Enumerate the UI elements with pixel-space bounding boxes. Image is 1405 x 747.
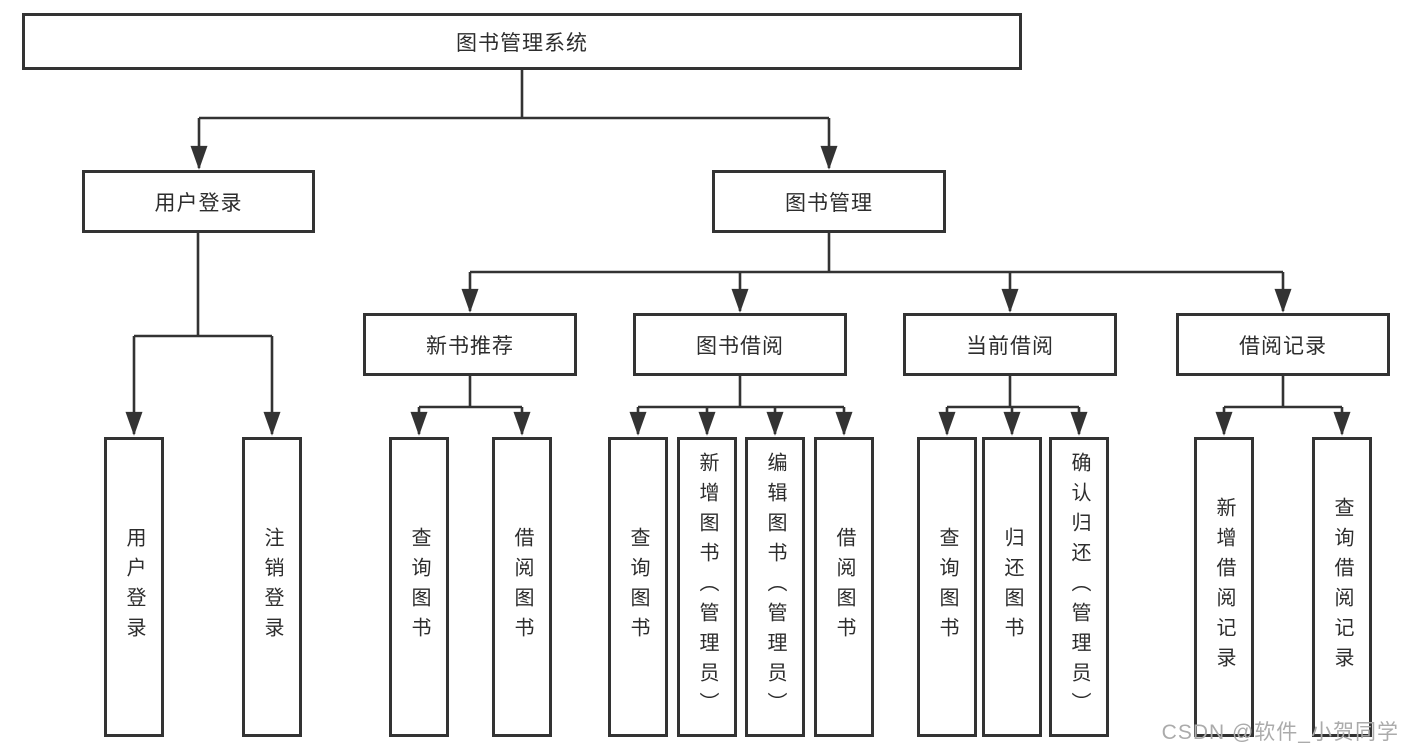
leaf-label: 查询借阅记录 bbox=[1331, 497, 1353, 677]
leaf-confirm-return-admin: 确认归还（管理员） bbox=[1049, 437, 1109, 737]
leaf-logout: 注销登录 bbox=[242, 437, 302, 737]
leaf-label: 借阅图书 bbox=[833, 527, 855, 647]
node-new-book-recommendation: 新书推荐 bbox=[363, 313, 577, 376]
leaf-edit-book-admin: 编辑图书（管理员） bbox=[745, 437, 805, 737]
leaf-query-book-recommend: 查询图书 bbox=[389, 437, 449, 737]
leaf-query-book-current: 查询图书 bbox=[917, 437, 977, 737]
leaf-borrow-book-borrowing: 借阅图书 bbox=[814, 437, 874, 737]
leaf-label: 归还图书 bbox=[1001, 527, 1023, 647]
node-current-borrowing: 当前借阅 bbox=[903, 313, 1117, 376]
leaf-label: 新增图书（管理员） bbox=[696, 452, 718, 722]
node-book-management: 图书管理 bbox=[712, 170, 946, 233]
leaf-return-book: 归还图书 bbox=[982, 437, 1042, 737]
leaf-query-book-borrowing: 查询图书 bbox=[608, 437, 668, 737]
leaf-label: 借阅图书 bbox=[511, 527, 533, 647]
leaf-label: 查询图书 bbox=[627, 527, 649, 647]
leaf-label: 查询图书 bbox=[408, 527, 430, 647]
watermark: CSDN @软件_小贺同学 bbox=[1161, 721, 1399, 744]
leaf-add-borrow-record: 新增借阅记录 bbox=[1194, 437, 1254, 737]
node-library-management-system: 图书管理系统 bbox=[22, 13, 1022, 70]
leaf-label: 查询图书 bbox=[936, 527, 958, 647]
leaf-label: 用户登录 bbox=[123, 527, 145, 647]
node-borrowing-records: 借阅记录 bbox=[1176, 313, 1390, 376]
leaf-query-borrow-record: 查询借阅记录 bbox=[1312, 437, 1372, 737]
leaf-label: 确认归还（管理员） bbox=[1068, 452, 1090, 722]
leaf-add-book-admin: 新增图书（管理员） bbox=[677, 437, 737, 737]
leaf-borrow-book-recommend: 借阅图书 bbox=[492, 437, 552, 737]
node-book-borrowing: 图书借阅 bbox=[633, 313, 847, 376]
leaf-label: 新增借阅记录 bbox=[1213, 497, 1235, 677]
leaf-label: 编辑图书（管理员） bbox=[764, 452, 786, 722]
node-user-login: 用户登录 bbox=[82, 170, 315, 233]
leaf-user-login: 用户登录 bbox=[104, 437, 164, 737]
leaf-label: 注销登录 bbox=[261, 527, 283, 647]
